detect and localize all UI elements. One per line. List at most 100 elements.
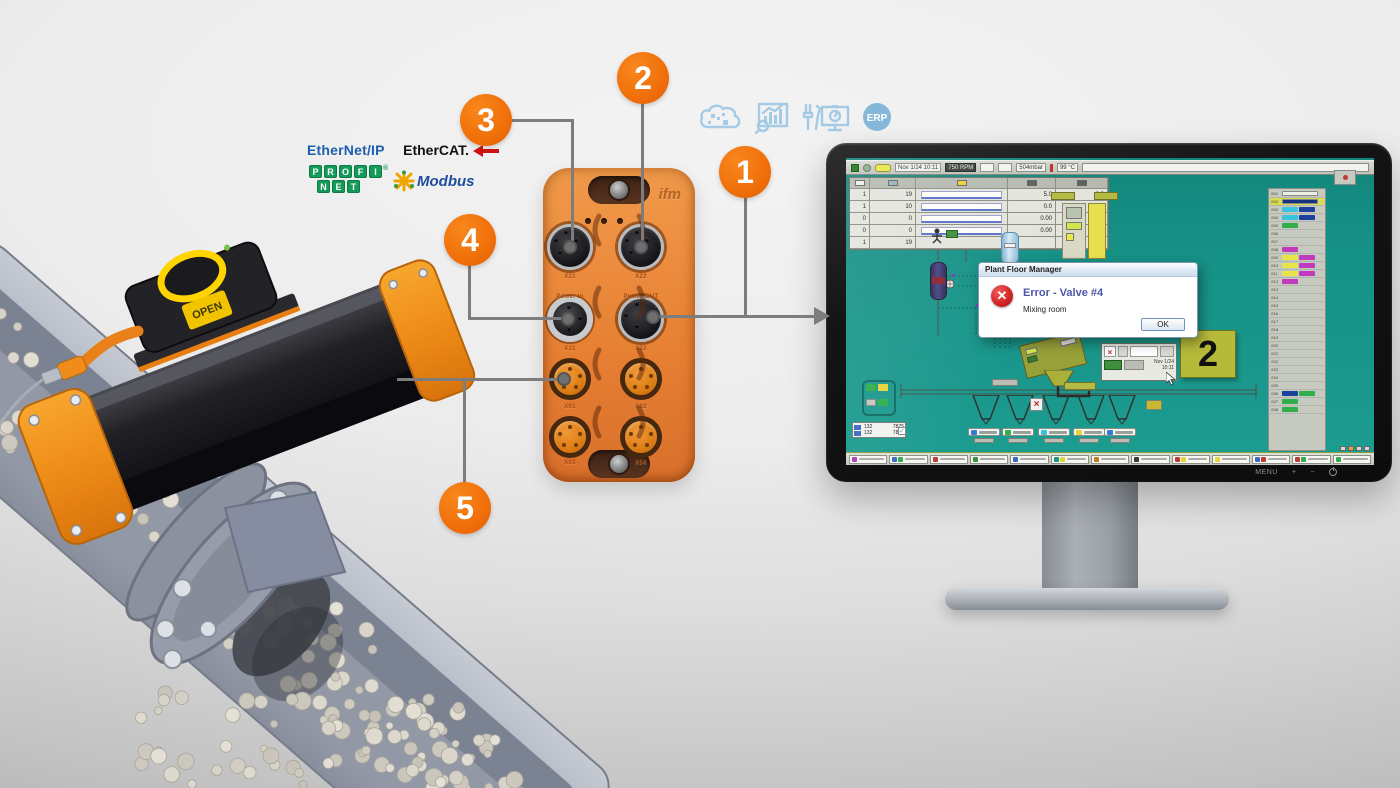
connector-pin — [624, 237, 629, 242]
table-input-field[interactable] — [921, 202, 1002, 211]
toolbar-yellow-pill[interactable] — [875, 163, 891, 172]
callout-4: 4 — [444, 214, 496, 266]
taskbar-tile-glyph — [852, 456, 857, 462]
table-input-field[interactable] — [921, 214, 1002, 223]
signal-row[interactable]: S26 — [1270, 390, 1324, 398]
taskbar-tile[interactable] — [929, 454, 968, 464]
brightness-down-button[interactable]: − — [1310, 468, 1315, 476]
header-glyph — [1076, 180, 1087, 186]
signal-row[interactable]: S01 — [1270, 190, 1324, 198]
taskbar-tile[interactable] — [1171, 454, 1210, 464]
table-input-field[interactable] — [921, 190, 1002, 199]
brightness-up-button[interactable]: + — [1291, 468, 1297, 476]
ok-button[interactable]: OK — [1141, 318, 1185, 331]
signal-row[interactable]: S22 — [1270, 358, 1324, 366]
callout-3: 3 — [460, 94, 512, 146]
taskbar-tile[interactable] — [849, 454, 888, 464]
toolbar-field-b[interactable] — [998, 163, 1013, 172]
taskbar-tile-text-bar — [859, 458, 885, 460]
taskbar-tile[interactable] — [1332, 454, 1372, 464]
connector-pin — [633, 443, 638, 448]
taskbar-tile-glyph — [1295, 456, 1301, 462]
taskbar-tile[interactable] — [1050, 454, 1089, 464]
panel-button-2[interactable] — [1118, 346, 1128, 357]
signal-row[interactable]: S25 — [1270, 382, 1324, 390]
header-glyph — [1026, 180, 1037, 186]
signal-row[interactable]: S10 — [1270, 262, 1324, 270]
window-button[interactable] — [1364, 446, 1370, 451]
signal-label: S23 — [1271, 367, 1279, 372]
signal-chip — [1282, 199, 1318, 204]
signal-row[interactable]: S08 — [1270, 246, 1324, 254]
signal-chip — [1282, 279, 1298, 284]
dialog-titlebar[interactable]: Plant Floor Manager — [979, 263, 1197, 277]
table-input-field[interactable] — [921, 226, 1002, 235]
pneumatic-actuator: OPEN — [0, 241, 476, 545]
panel-stop-button[interactable]: × — [1104, 346, 1116, 357]
taskbar-tile[interactable] — [1292, 454, 1331, 464]
signal-chip — [1299, 271, 1315, 276]
connector-pin — [648, 373, 653, 378]
panel-button-3[interactable] — [1160, 346, 1174, 357]
totals-icon — [854, 424, 861, 430]
toolbar-datetime[interactable]: Nov 1/24 10:11 — [895, 163, 942, 172]
signal-row[interactable]: S15 — [1270, 302, 1324, 310]
signal-row[interactable]: S09 — [1270, 254, 1324, 262]
hopper-label-chip — [971, 429, 977, 435]
taskbar-tile[interactable] — [1211, 454, 1251, 464]
toolbar-pressure[interactable]: 504mbar — [1016, 163, 1046, 172]
signal-row[interactable]: S16 — [1270, 310, 1324, 318]
signal-row[interactable]: S06 — [1270, 230, 1324, 238]
service-monitor-icon — [802, 103, 850, 132]
signal-row[interactable]: S17 — [1270, 318, 1324, 326]
signal-row[interactable]: S27 — [1270, 398, 1324, 406]
window-button[interactable] — [1356, 446, 1362, 451]
signal-row[interactable]: S03 — [1270, 206, 1324, 214]
signal-row[interactable]: S04 — [1270, 214, 1324, 222]
totals-check-icon: ✓ — [898, 427, 906, 435]
taskbar-tile[interactable] — [889, 454, 928, 464]
signal-row[interactable]: S24 — [1270, 374, 1324, 382]
taskbar-tile[interactable] — [1090, 454, 1130, 464]
signal-row[interactable]: S20 — [1270, 342, 1324, 350]
signal-row[interactable]: S19 — [1270, 334, 1324, 342]
taskbar-tile[interactable] — [1131, 454, 1170, 464]
taskbar-tile[interactable] — [969, 454, 1009, 464]
hopper-label — [1104, 428, 1136, 436]
signal-row[interactable]: S12 — [1270, 278, 1324, 286]
profinet-letter: T — [347, 180, 360, 193]
signal-row[interactable]: S05 — [1270, 222, 1324, 230]
signal-row[interactable]: S07 — [1270, 238, 1324, 246]
toolbar-temperature[interactable]: 99 °C — [1056, 163, 1079, 172]
hopper-label — [1002, 428, 1034, 436]
signal-chip — [1282, 271, 1298, 276]
signal-row[interactable]: S11 — [1270, 270, 1324, 278]
callout-2: 2 — [617, 52, 669, 104]
signal-row[interactable]: S14 — [1270, 294, 1324, 302]
callout5-endpoint — [557, 372, 571, 386]
power-icon[interactable] — [1329, 467, 1337, 476]
window-button[interactable] — [1340, 446, 1346, 451]
connector-pin — [644, 385, 649, 390]
port-label: X03 — [564, 460, 576, 466]
signal-row[interactable]: S18 — [1270, 326, 1324, 334]
callout-1: 1 — [719, 146, 771, 198]
signal-row[interactable]: S23 — [1270, 366, 1324, 374]
window-button[interactable] — [1348, 446, 1354, 451]
taskbar-tile[interactable] — [1010, 454, 1049, 464]
signal-row[interactable]: S28 — [1270, 406, 1324, 414]
taskbar-tile[interactable] — [1252, 454, 1291, 464]
menu-button[interactable]: MENU — [1255, 468, 1278, 476]
port-label: X22 — [635, 274, 647, 280]
signal-label: S13 — [1271, 287, 1279, 292]
signal-row[interactable]: S02 — [1270, 198, 1324, 206]
taskbar-tile-text-bar — [1066, 458, 1086, 460]
signal-row[interactable]: S13 — [1270, 286, 1324, 294]
toolbar-green-indicator[interactable] — [851, 163, 859, 172]
toolbar-round-button[interactable] — [863, 163, 871, 172]
buffer-tank — [1001, 232, 1019, 264]
signal-row[interactable]: S21 — [1270, 350, 1324, 358]
table-cell: 0 — [870, 225, 916, 237]
toolbar-field-a[interactable] — [980, 163, 995, 172]
